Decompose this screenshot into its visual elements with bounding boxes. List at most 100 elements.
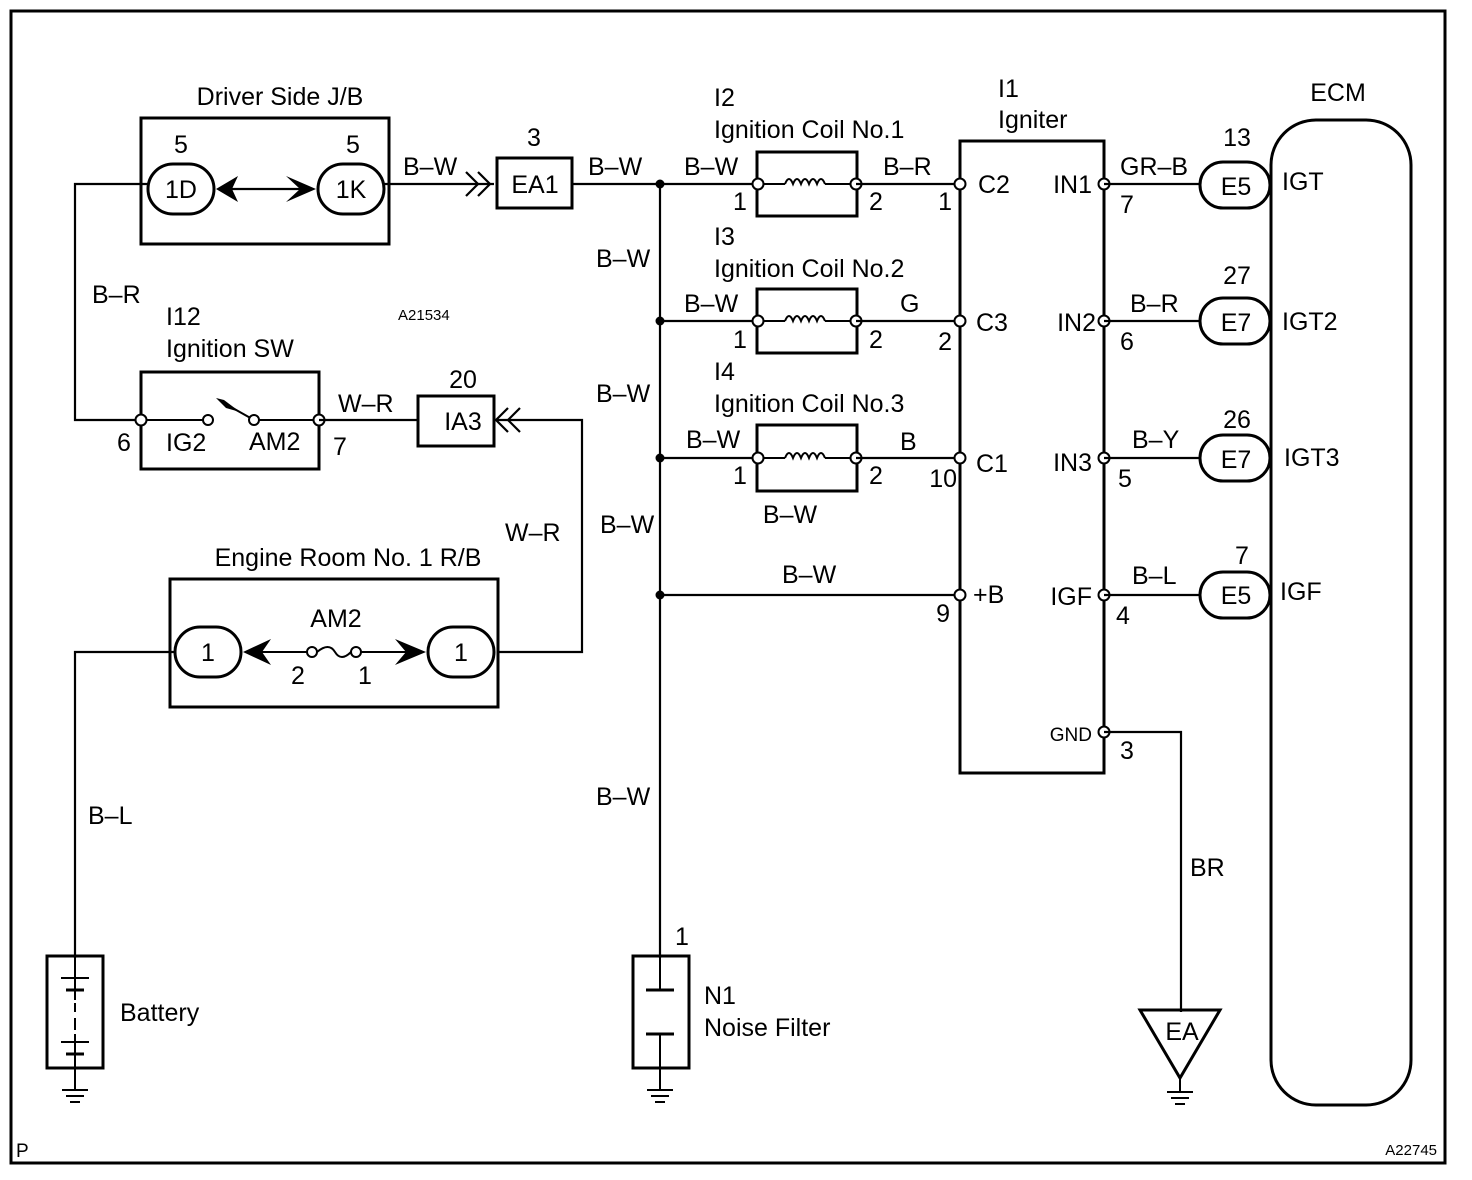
igniter-term-c3: C3 xyxy=(976,309,1008,337)
engine-rb-conn-right xyxy=(426,625,496,679)
wire-label-igt2: B–R xyxy=(1130,290,1179,318)
ground-ea-label: EA xyxy=(1165,1018,1199,1046)
ecm-igt2-pin: 27 xyxy=(1223,262,1251,290)
noise-filter-title: Noise Filter xyxy=(704,1014,830,1042)
noise-filter-code: N1 xyxy=(704,982,736,1010)
wire-battery xyxy=(73,650,175,958)
ecm-igt-term: IGT xyxy=(1282,168,1324,196)
engine-rb-box xyxy=(168,577,500,709)
engine-rb-fuse-pin-right: 1 xyxy=(358,662,372,690)
ecm-igf-conn: E5 xyxy=(1221,582,1252,610)
coil-2-wire-out: G xyxy=(900,290,919,318)
driver-side-jb: Driver Side J/B 5 5 1D 1K xyxy=(139,83,391,246)
coil-3-pin-out-label: 2 xyxy=(869,462,883,490)
driver-jb-left-pin: 5 xyxy=(174,131,188,159)
ecm-igt3-term: IGT3 xyxy=(1284,444,1340,472)
igniter: I1 Igniter 1 C2 2 C3 10 C1 9 +B IN1 7 IN… xyxy=(929,75,1134,775)
coil-2-pin-in-label: 1 xyxy=(733,326,747,354)
connector-1k xyxy=(316,162,386,216)
connector-1d xyxy=(146,162,216,216)
ignition-sw-code: I12 xyxy=(166,303,201,331)
coil-1-pin-in-label: 1 xyxy=(733,188,747,216)
ecm-igt-conn: E5 xyxy=(1221,173,1252,201)
igniter-pin-plus-b-num: 9 xyxy=(936,600,950,628)
wire-label-ia3-rb: W–R xyxy=(505,519,561,547)
igniter-pin-in2-num: 6 xyxy=(1120,328,1134,356)
wire-label-b-r: B–R xyxy=(92,281,141,309)
engine-room-rb: Engine Room No. 1 R/B 1 1 AM2 2 1 xyxy=(168,544,500,709)
switch-terminal-am2 xyxy=(248,414,260,426)
igniter-pin-gnd-num: 3 xyxy=(1120,737,1134,765)
corner-code: P xyxy=(16,1141,29,1162)
ignition-sw-pin-6 xyxy=(134,413,148,427)
ecm-igt-pin: 13 xyxy=(1223,124,1251,152)
coil-3-wire-in: B–W xyxy=(686,426,741,454)
ignition-switch: I12 Ignition SW 6 7 IG2 AM2 xyxy=(117,303,347,471)
ecm-igf-pin: 7 xyxy=(1235,542,1249,570)
bus-label-4: B–W xyxy=(596,783,651,811)
igniter-pin-plus-b xyxy=(953,588,967,602)
coil-1-wire-out: B–R xyxy=(883,153,932,181)
ignition-sw-am2: AM2 xyxy=(249,428,300,456)
ea1-pin: 3 xyxy=(527,124,541,152)
coil-winding-icon xyxy=(784,178,826,187)
igniter-pin-in1-num: 7 xyxy=(1120,191,1134,219)
igniter-term-igf: IGF xyxy=(1050,583,1092,611)
connector-1d-label: 1D xyxy=(165,176,197,204)
igniter-pin-c2 xyxy=(953,177,967,191)
igniter-term-in3: IN3 xyxy=(1053,449,1092,477)
ignition-coil-3: I4 Ignition Coil No.3 B–W 1 2 B B–W xyxy=(660,358,960,529)
switch-terminal-ig2 xyxy=(202,414,214,426)
igniter-pin-in3-num: 5 xyxy=(1118,465,1132,493)
coil-2-pin-in xyxy=(751,314,765,328)
inset-code: A21534 xyxy=(398,307,450,324)
bus-label-2: B–W xyxy=(596,380,651,408)
igniter-term-in1: IN1 xyxy=(1053,171,1092,199)
connector-1k-label: 1K xyxy=(336,176,367,204)
figure-code: A22745 xyxy=(1385,1142,1437,1159)
igniter-code: I1 xyxy=(998,75,1019,103)
ignition-sw-ig2: IG2 xyxy=(166,429,206,457)
coil-1-pin-out-label: 2 xyxy=(869,188,883,216)
wire-label-igt: GR–B xyxy=(1120,153,1188,181)
wire-label-ea1-out: B–W xyxy=(588,153,643,181)
engine-rb-title: Engine Room No. 1 R/B xyxy=(215,544,482,572)
igniter-term-c2: C2 xyxy=(978,171,1010,199)
wire-label-plus-b: B–W xyxy=(782,561,837,589)
driver-jb-box xyxy=(139,116,391,246)
ground-ea: EA xyxy=(1137,1008,1223,1105)
coil-2-wire-in: B–W xyxy=(684,290,739,318)
igniter-pin-c1 xyxy=(953,451,967,465)
wire-jb-to-sw xyxy=(73,182,148,422)
coil-3-title: Ignition Coil No.3 xyxy=(714,390,904,418)
ecm-igf-term: IGF xyxy=(1280,578,1322,606)
igniter-term-in2: IN2 xyxy=(1057,309,1096,337)
coil-2-code: I3 xyxy=(714,223,735,251)
ia3-label: IA3 xyxy=(444,408,482,436)
coil-winding-icon xyxy=(784,452,826,461)
driver-jb-right-pin: 5 xyxy=(346,131,360,159)
ecm-igt2-connector xyxy=(1198,296,1272,346)
ignition-coil-2: I3 Ignition Coil No.2 B–W 1 2 G xyxy=(660,223,960,355)
engine-rb-conn-left-label: 1 xyxy=(201,639,215,667)
wire-gnd xyxy=(1104,730,1183,1012)
ignition-coil-1: I2 Ignition Coil No.1 B–W 1 2 B–R xyxy=(660,84,960,218)
wire-label-sw-ia3: W–R xyxy=(338,390,394,418)
bus-label-3: B–W xyxy=(600,511,655,539)
battery-label: Battery xyxy=(120,999,200,1027)
wire-label-igt3: B–Y xyxy=(1132,426,1180,454)
ignition-sw-title: Ignition SW xyxy=(166,335,294,363)
wire-label-igf: B–L xyxy=(1132,562,1177,590)
arrow-right-icon xyxy=(286,176,316,202)
ecm-igt-connector xyxy=(1198,160,1272,210)
wire-ia3-to-rb xyxy=(496,418,584,654)
ecm-igt3-pin: 26 xyxy=(1223,406,1251,434)
igniter-pin-c2-num: 1 xyxy=(938,188,952,216)
fuse-terminal-2 xyxy=(306,646,318,658)
ia3-pin: 20 xyxy=(449,366,477,394)
ia3-connector xyxy=(416,394,496,448)
coil-3-pin-in-label: 1 xyxy=(733,462,747,490)
ecm-igt3-conn: E7 xyxy=(1221,446,1252,474)
ecm-title: ECM xyxy=(1310,79,1366,107)
